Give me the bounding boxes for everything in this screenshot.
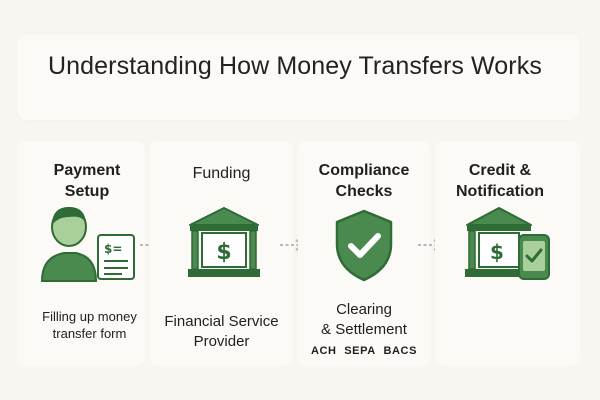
svg-text:$: $ xyxy=(490,240,504,264)
step-title-funding: Funding xyxy=(192,165,251,182)
step-title-line-2: Checks xyxy=(335,183,393,200)
page-title: Understanding How Money Transfers Works xyxy=(48,52,542,80)
svg-text:$: $ xyxy=(216,240,231,265)
bank-with-phone-icon: $ xyxy=(465,207,550,280)
tag-ach: ACH xyxy=(310,345,337,357)
step-title-compliance-checks: Compliance Checks xyxy=(298,160,430,202)
step-title-line-2: Notification xyxy=(456,183,544,200)
step-title-credit-notification: Credit & Notification xyxy=(435,160,565,202)
step-title-line-2: Setup xyxy=(64,183,110,200)
step-title-line-1: Payment xyxy=(53,162,121,179)
step-desc-payment-setup: Filling up money transfer form xyxy=(42,309,137,341)
clearing-tags: ACH SEPA BACS xyxy=(298,345,430,357)
bank-icon: $ xyxy=(188,207,260,277)
step-title-line-1: Credit & xyxy=(468,162,532,179)
step-desc-funding: Financial Service Provider xyxy=(164,313,279,350)
step-title-line-1: Compliance xyxy=(318,162,410,179)
svg-text:$=: $= xyxy=(104,242,122,256)
step-title-payment-setup: Payment Setup xyxy=(17,160,157,202)
shield-check-icon xyxy=(335,209,393,282)
tag-sepa: SEPA xyxy=(344,345,376,357)
title-card xyxy=(17,34,580,120)
step-desc-compliance-checks: Clearing & Settlement xyxy=(321,301,407,338)
person-with-form-icon: $= xyxy=(40,207,135,282)
tag-bacs: BACS xyxy=(383,345,418,357)
